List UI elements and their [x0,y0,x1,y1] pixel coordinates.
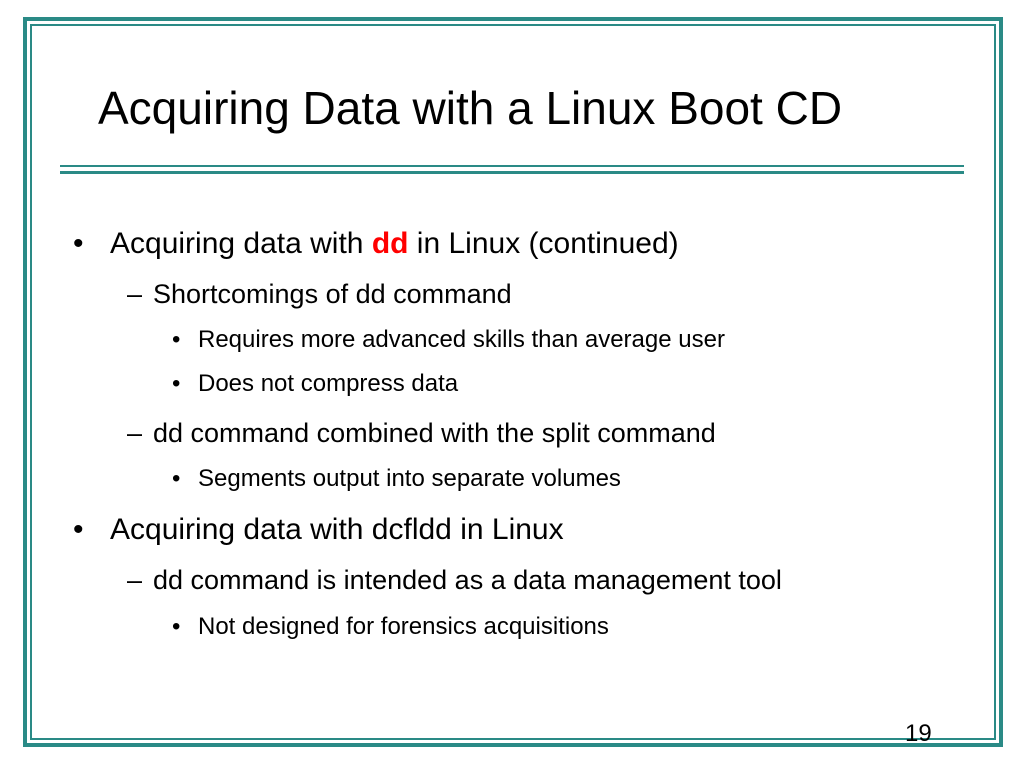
bullet-marker: • [172,370,181,397]
bullet-item-level1: Acquiring data with dd in Linux (continu… [110,226,679,262]
dash-marker: – [127,418,143,448]
dash-marker: – [127,279,143,309]
bullet-item-level2: Shortcomings of dd command [153,279,512,309]
title-divider-top [60,165,964,167]
highlighted-command: dd [371,227,409,260]
slide-frame-inner [30,24,996,740]
bullet-item-level1: Acquiring data with dcfldd in Linux [110,513,564,546]
bullet-marker: • [172,326,181,353]
bullet-item-level3: Does not compress data [198,370,459,397]
bullet-marker: • [73,227,84,260]
slide-frame-outer [23,17,1003,747]
page-number: 19 [905,720,932,747]
bullet-text: in Linux (continued) [408,227,679,260]
bullet-item-level2: dd command combined with the split comma… [153,418,716,448]
bullet-text: Acquiring data with [110,227,372,260]
bullet-item-level2: dd command is intended as a data managem… [153,565,782,595]
bullet-item-level3: Segments output into separate volumes [198,465,621,492]
bullet-item-level3: Requires more advanced skills than avera… [198,326,725,353]
title-divider-bottom [60,171,964,174]
dash-marker: – [127,565,143,595]
bullet-marker: • [172,613,181,640]
bullet-marker: • [73,513,84,546]
bullet-item-level3: Not designed for forensics acquisitions [198,613,609,640]
bullet-marker: • [172,465,181,492]
slide-title: Acquiring Data with a Linux Boot CD [98,82,843,134]
